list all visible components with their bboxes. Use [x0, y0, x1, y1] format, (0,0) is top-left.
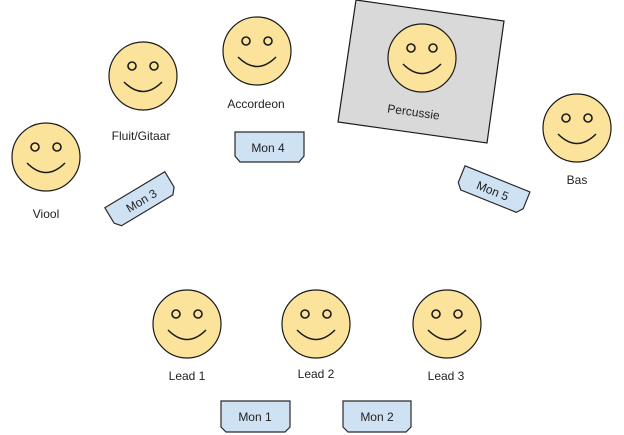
musician-label: Accordeon [227, 97, 284, 111]
musician-lead-1: Lead 1 [152, 289, 222, 383]
musician-label: Lead 1 [169, 369, 206, 383]
smiley-icon [387, 23, 457, 93]
smiley-icon [152, 289, 222, 359]
monitor-label: Mon 4 [251, 141, 285, 155]
smiley-icon [542, 93, 612, 163]
monitor-mon-5: Mon 5 [457, 164, 531, 214]
monitor-label: Mon 2 [360, 410, 394, 424]
smiley-icon [108, 41, 178, 111]
musician-label: Lead 2 [298, 367, 335, 381]
smiley-icon [281, 289, 351, 359]
musician-accordeon: Accordeon [222, 16, 292, 111]
smiley-icon [11, 122, 81, 192]
musician-lead-2: Lead 2 [281, 289, 351, 381]
musician-label: Bas [567, 173, 588, 187]
smiley-icon [412, 289, 482, 359]
musician-label: Fluit/Gitaar [112, 129, 171, 143]
musician-lead-3: Lead 3 [412, 289, 482, 383]
monitor-mon-3: Mon 3 [103, 170, 175, 227]
monitor-mon-4: Mon 4 [234, 131, 305, 163]
smiley-icon [222, 16, 292, 86]
musician-bas: Bas [542, 93, 612, 187]
monitor-label: Mon 1 [238, 410, 272, 424]
musician-viool: Viool [11, 122, 81, 221]
monitor-mon-1: Mon 1 [220, 400, 291, 433]
monitor-mon-2: Mon 2 [342, 400, 412, 433]
musician-fluit-gitaar: Fluit/Gitaar [108, 41, 178, 143]
musician-label: Viool [33, 207, 59, 221]
musician-label: Lead 3 [428, 369, 465, 383]
